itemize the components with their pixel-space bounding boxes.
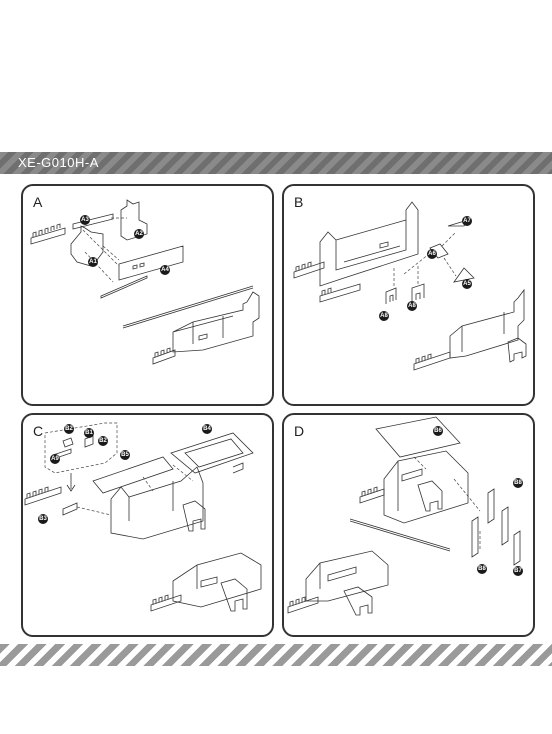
svg-text:A7: A7 [463, 218, 471, 224]
part-badge-b5: B5 [120, 450, 130, 460]
svg-text:A4: A4 [161, 267, 169, 273]
part-badge-a2: A2 [134, 229, 144, 239]
step-label-b: B [294, 194, 304, 210]
step-label-c: C [33, 423, 44, 439]
svg-text:B6: B6 [434, 428, 442, 434]
part-badge-b3: B3 [38, 514, 48, 524]
header-banner: XE-G010H-A [0, 152, 552, 174]
part-badge-a7: A7 [462, 216, 472, 226]
svg-text:B2: B2 [99, 438, 107, 444]
step-b-illustration: A7 A6 A5 A8 A8 [293, 201, 527, 371]
svg-text:A8: A8 [380, 313, 388, 319]
model-code: XE-G010H-A [18, 155, 99, 170]
svg-text:A8: A8 [408, 303, 416, 309]
part-badge-a1: A1 [88, 257, 98, 267]
svg-text:B8: B8 [478, 566, 486, 572]
step-d-illustration: B6 B8 B8 B7 [287, 416, 523, 616]
step-panel-a: A A3 A2 A1 A4 [21, 184, 274, 406]
part-badge-b2-right: B2 [98, 436, 108, 446]
part-badge-a4: A4 [160, 265, 170, 275]
part-badge-a9: A9 [50, 454, 60, 464]
part-badge-b8-top: B8 [513, 478, 523, 488]
part-badge-a3: A3 [80, 215, 90, 225]
svg-text:A5: A5 [463, 281, 471, 287]
step-c-illustration: B2 B1 B2 A9 B4 B5 B3 [24, 422, 262, 612]
svg-text:A3: A3 [81, 217, 89, 223]
step-label-d: D [294, 423, 305, 439]
step-label-a: A [33, 194, 43, 210]
svg-text:B7: B7 [514, 568, 522, 574]
step-a-illustration: A3 A2 A1 A4 [30, 199, 260, 365]
part-badge-b1: B1 [84, 428, 94, 438]
step-panel-c: C B2 B1 B2 A9 B4 B5 [21, 413, 274, 637]
svg-text:A9: A9 [51, 456, 59, 462]
footer-stripe [0, 644, 552, 666]
svg-text:B5: B5 [121, 452, 129, 458]
svg-text:B2: B2 [65, 426, 73, 432]
svg-text:A1: A1 [89, 259, 97, 265]
part-badge-a6: A6 [427, 249, 437, 259]
part-badge-b7: B7 [513, 566, 523, 576]
svg-text:A2: A2 [135, 231, 143, 237]
part-badge-a8-left: A8 [379, 311, 389, 321]
part-badge-a8-right: A8 [407, 301, 417, 311]
step-panel-b: B A7 A6 A5 A8 A8 [282, 184, 535, 406]
step-panel-d: D B6 B8 B8 B7 [282, 413, 535, 637]
part-badge-b8-bottom: B8 [477, 564, 487, 574]
svg-text:A6: A6 [428, 251, 436, 257]
svg-text:B4: B4 [203, 426, 211, 432]
part-badge-a5: A5 [462, 279, 472, 289]
part-badge-b6: B6 [433, 426, 443, 436]
svg-text:B8: B8 [514, 480, 522, 486]
part-badge-b2-top: B2 [64, 424, 74, 434]
svg-text:B1: B1 [85, 430, 93, 436]
svg-text:B3: B3 [39, 516, 47, 522]
part-badge-b4: B4 [202, 424, 212, 434]
